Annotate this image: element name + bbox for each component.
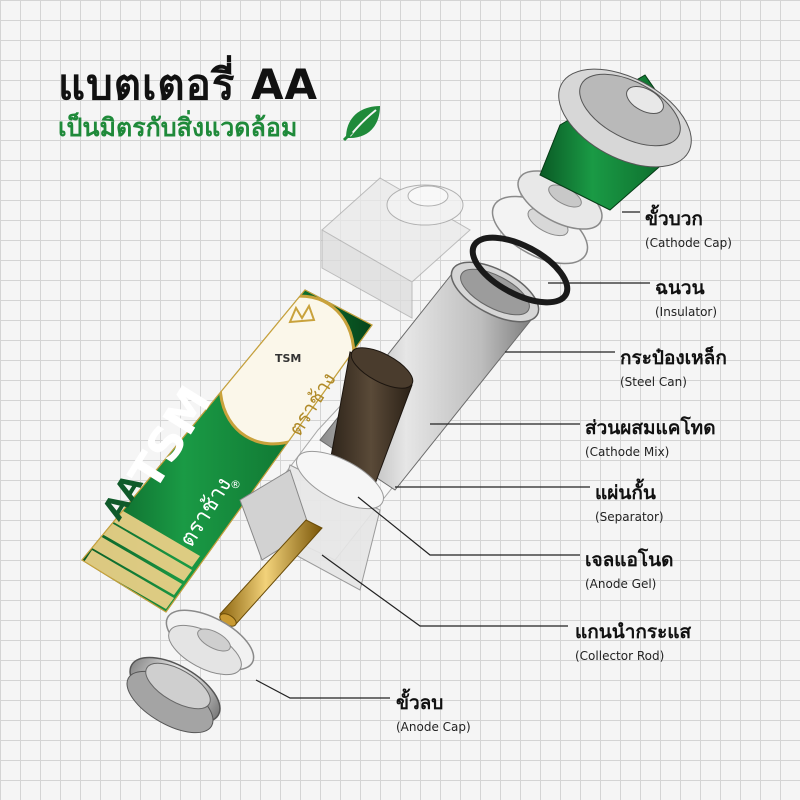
leader-collector-rod bbox=[321, 554, 568, 627]
label-cathode-cap: ขั้วบวก (Cathode Cap) bbox=[645, 208, 732, 250]
cathode-mix-shape bbox=[329, 347, 414, 493]
anode-gel-shape bbox=[239, 450, 384, 591]
page-title: แบตเตอรี่ AA bbox=[58, 60, 319, 109]
battery-oval-brand: TSM bbox=[275, 352, 302, 365]
leader-anode-cap bbox=[255, 679, 390, 699]
label-cathode-mix: ส่วนผสมแคโทด (Cathode Mix) bbox=[585, 417, 716, 459]
leader-anode-gel bbox=[357, 496, 580, 556]
cathode-washer-shape bbox=[517, 170, 603, 230]
page-subtitle: เป็นมิตรกับสิ่งแวดล้อม bbox=[58, 113, 298, 142]
leader-lines bbox=[255, 211, 650, 699]
cathode-cap-shape bbox=[539, 68, 692, 211]
anode-washer-shape bbox=[165, 609, 255, 676]
label-collector-rod: แกนนำกระแส (Collector Rod) bbox=[575, 621, 692, 663]
label-insulator: ฉนวน (Insulator) bbox=[655, 277, 718, 319]
registered-mark: ® bbox=[230, 478, 241, 491]
leaf-icon bbox=[342, 106, 380, 142]
label-anode-gel: เจลแอโนด (Anode Gel) bbox=[585, 549, 674, 591]
label-anode-cap: ขั้วลบ (Anode Cap) bbox=[396, 692, 471, 734]
anode-cap-shape bbox=[126, 656, 221, 734]
label-steel-can: กระป๋องเหล็ก (Steel Can) bbox=[620, 347, 727, 389]
label-separator: แผ่นกั้น (Separator) bbox=[595, 482, 664, 524]
ghost-top-cap bbox=[321, 177, 471, 319]
insulator-ring-shape bbox=[469, 234, 571, 306]
